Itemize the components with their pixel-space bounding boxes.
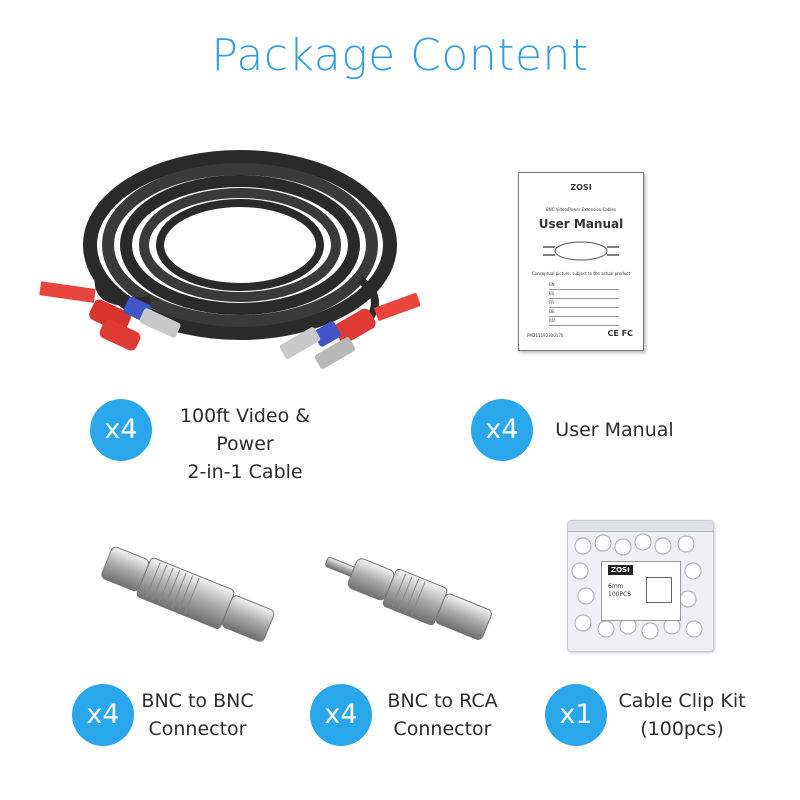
quantity-badge-bnc-rca: x4 <box>310 684 372 746</box>
quantity-badge-cable: x4 <box>90 399 152 461</box>
item-label-cable: 100ft Video & Power 2-in-1 Cable <box>179 405 311 483</box>
manual-toc-entry: EN <box>549 281 619 290</box>
manual-toc-entry: ES <box>549 290 619 299</box>
manual-heading: User Manual <box>538 217 624 231</box>
manual-part-number: PM211192300170 <box>527 333 564 338</box>
manual-certification-marks: CE FC <box>607 329 633 338</box>
manual-toc-entry: DE <box>549 308 619 317</box>
manual-caption: Conceptual picture, subject to the actua… <box>531 271 631 276</box>
item-label-clip-kit: Cable Clip Kit (100pcs) <box>618 690 746 740</box>
item-label-bnc-bnc: BNC to BNC Connector <box>141 690 254 740</box>
page-title: Package Content <box>211 30 589 81</box>
bnc-to-bnc-connector-image <box>101 546 275 642</box>
manual-toc-entry: RU <box>549 317 619 326</box>
manual-subtitle: BNC Video/Power Extension Cables <box>545 207 617 212</box>
quantity-badge-bnc-bnc: x4 <box>72 684 134 746</box>
manual-toc-entry: FR <box>549 299 619 308</box>
user-manual-image: ZOSI BNC Video/Power Extension Cables Us… <box>518 172 644 351</box>
quantity-badge-manual: x4 <box>471 399 533 461</box>
item-label-bnc-rca: BNC to RCA Connector <box>387 690 498 740</box>
manual-brand: ZOSI <box>570 183 592 192</box>
item-label-manual: User Manual <box>555 419 674 441</box>
cable-coil-image <box>39 150 420 369</box>
bnc-to-rca-connector-image <box>325 557 492 640</box>
cable-clip-bag-image: ZOSI 6mm 100PCS <box>567 520 714 652</box>
clip-bag-count: 100PCS <box>608 591 632 598</box>
clip-bag-brand: ZOSI <box>608 565 633 575</box>
clip-bag-size: 6mm <box>608 583 624 590</box>
quantity-badge-clip-kit: x1 <box>545 684 607 746</box>
